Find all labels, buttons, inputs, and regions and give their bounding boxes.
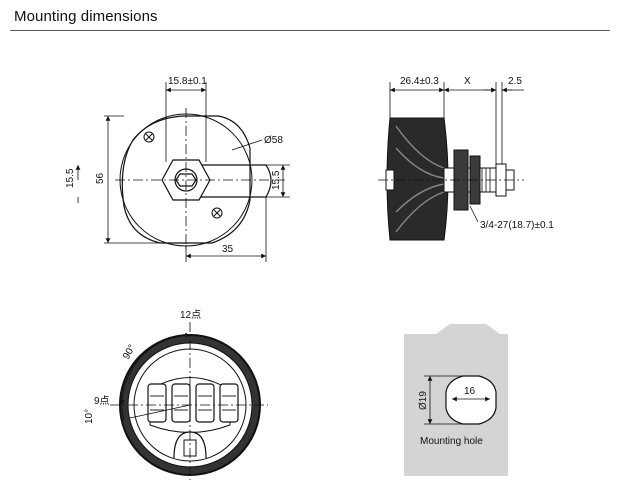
side-dimensions bbox=[389, 82, 524, 223]
dim-hole-diameter: Ø19 bbox=[418, 391, 429, 410]
side-view: 26.4±0.3 X 2.5 3/4-27(18.7)±0.1 bbox=[378, 76, 554, 241]
dial-view: 12点 90° 9点 10° bbox=[84, 309, 268, 480]
screw-top-icon bbox=[143, 131, 155, 143]
dim-hole-width: 16 bbox=[464, 386, 476, 397]
mounting-hole-caption: Mounting hole bbox=[420, 436, 483, 447]
screw-bottom-icon bbox=[211, 207, 223, 219]
mounting-hole-view: 16 Ø19 Mounting hole bbox=[404, 324, 508, 476]
front-centerlines bbox=[115, 108, 285, 252]
section-title: Mounting dimensions bbox=[14, 8, 158, 25]
dim-cam-thickness: 2.5 bbox=[508, 76, 522, 87]
dim-body-height: 56 bbox=[95, 172, 106, 184]
angle-ninety: 90° bbox=[121, 343, 138, 362]
front-view: 15.8±0.1 Ø58 15.5 56 15.5 35 bbox=[65, 76, 290, 262]
hole-dimensions bbox=[424, 375, 490, 425]
dim-body-diameter: Ø58 bbox=[264, 135, 283, 146]
title-underline bbox=[10, 30, 610, 31]
dim-left-offset: 15.5 bbox=[65, 168, 76, 188]
dim-cam-height: 15.5 bbox=[271, 170, 282, 190]
label-twelve-oclock: 12点 bbox=[180, 309, 201, 321]
front-dimensions bbox=[75, 82, 290, 262]
angle-arcs bbox=[119, 332, 191, 421]
lock-body-side bbox=[385, 117, 449, 241]
label-nine-oclock: 9点 bbox=[94, 395, 110, 407]
dim-panel-thickness: X bbox=[464, 76, 471, 87]
dim-thread-spec: 3/4-27(18.7)±0.1 bbox=[480, 220, 554, 231]
angle-ten: 10° bbox=[84, 409, 95, 424]
hole-cutout bbox=[445, 375, 497, 425]
dim-body-depth: 26.4±0.3 bbox=[400, 76, 439, 87]
dim-cam-length: 35 bbox=[222, 244, 234, 255]
dim-cam-width: 15.8±0.1 bbox=[168, 76, 207, 87]
